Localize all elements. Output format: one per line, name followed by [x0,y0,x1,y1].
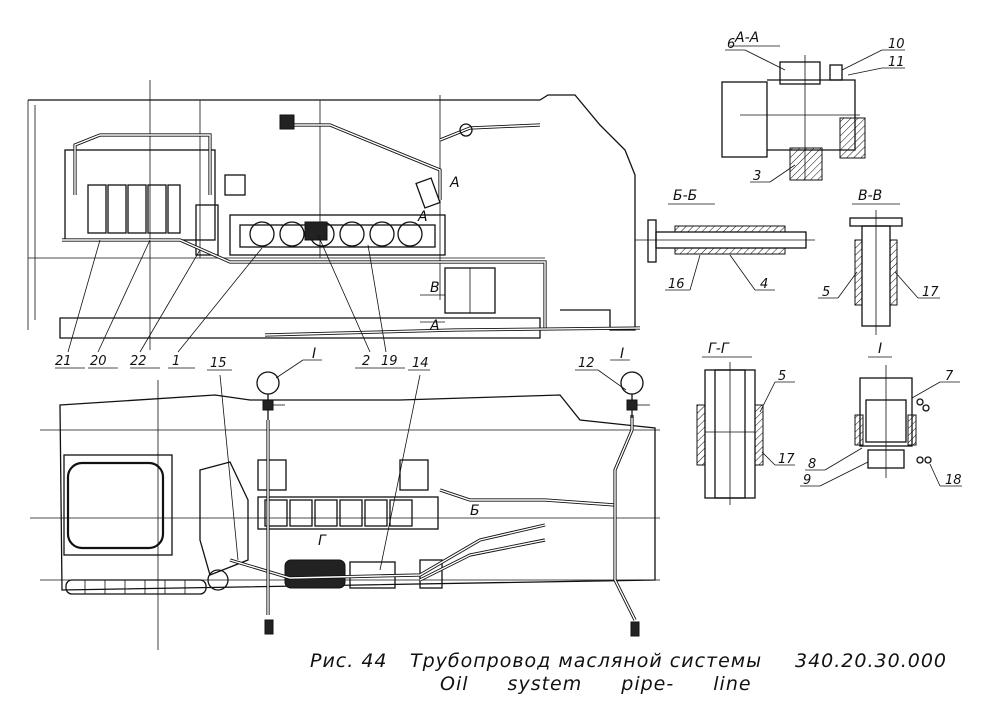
view-mark-a-lower: А [417,209,428,225]
engine-top [195,174,446,256]
section-bb-title: Б-Б [673,188,697,204]
caption: Рис. 44 Трубопровод масляной системы 340… [310,650,947,695]
view-mark-a-upper: А [449,175,460,191]
callout-14: 14 [412,356,429,371]
gauge-right: I 12 [575,346,650,418]
hull-outline-bottom [59,394,656,591]
oil-tank-top [64,133,216,241]
callout-7: 7 [945,369,954,384]
view-mark-v: В [430,280,440,296]
section-bb-hatch-top [674,225,786,233]
track-rollers [65,579,207,595]
view-mark-a-bottom: А [429,318,440,334]
section-vv-title: В-В [858,188,882,204]
section-aa: А-А 6 10 11 3 [721,30,905,184]
section-aa-title: А-А [734,30,759,46]
callout-8: 8 [808,457,816,472]
callout-3: 3 [753,169,761,184]
callout-5-gg: 5 [778,369,786,384]
callout-11: 11 [888,55,905,70]
gauge-left-label: I [312,346,316,362]
callout-21: 21 [55,354,72,369]
oil-pump-bottom [284,559,346,589]
callout-18: 18 [945,473,962,488]
section-vv: В-В 5 17 [818,188,940,335]
gauge-left: I [256,346,322,420]
caption-title-ru: Трубопровод масляной системы [410,650,762,672]
section-gg-hatch [696,404,706,466]
view-mark-g: Г [318,533,327,549]
section-gg-title: Г-Г [708,341,730,357]
callout-19: 19 [381,354,398,369]
callout-9: 9 [803,473,811,488]
callout-2: 2 [362,354,370,369]
caption-title-en: Oil system pipe- line [440,673,752,695]
callout-4: 4 [760,277,768,292]
gearbox-bottom [66,461,165,550]
callout-22: 22 [130,354,147,369]
callout-6: 6 [727,37,735,52]
gauge-right-label: I [620,346,624,362]
section-gg: Г-Г 5 17 [696,341,795,505]
caption-figure: Рис. 44 [310,650,388,672]
section-bb: Б-Б 16 4 [635,188,815,292]
section-aa-hatch [839,117,866,159]
bottom-view: Б Г 15 14 [30,356,660,650]
top-view: А А В А 21 20 22 1 2 19 [27,80,641,369]
detail-i-hatch [854,414,864,446]
callout-20: 20 [90,354,107,369]
callout-12: 12 [578,356,595,371]
callout-17-gg: 17 [778,452,795,467]
caption-code: 340.20.30.000 [795,650,947,672]
callout-5-vv: 5 [822,285,830,300]
callout-17-vv: 17 [922,285,939,300]
section-vv-hatch [854,239,863,306]
view-mark-b: Б [470,503,480,519]
detail-i-title: I [878,341,882,357]
hull-outline-top [28,94,636,331]
callout-1: 1 [172,354,180,369]
callout-15: 15 [210,356,227,371]
detail-i: I 7 8 9 18 [800,341,962,488]
callout-10: 10 [888,37,905,52]
main-oil-pipe-top [62,238,547,330]
callout-16: 16 [668,277,685,292]
